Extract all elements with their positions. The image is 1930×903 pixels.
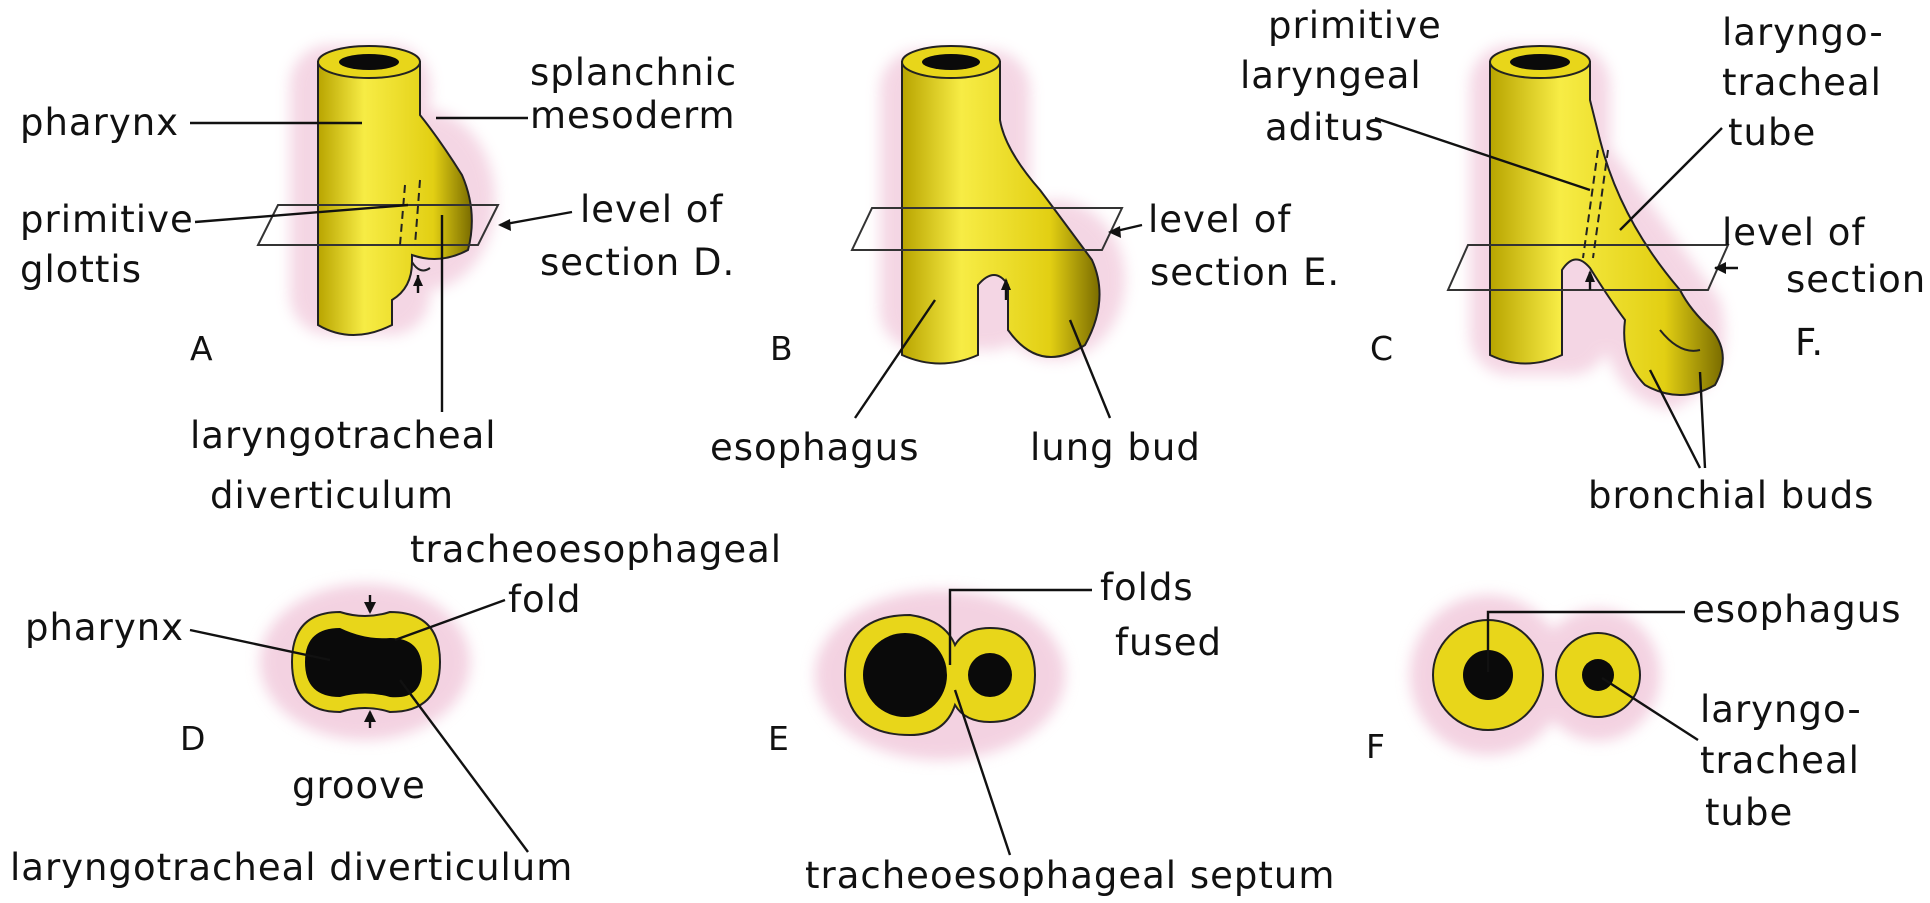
label-level-b-2: section E. [1150,251,1340,294]
label-fold-1: tracheoesophageal [410,528,782,571]
label-fold-2: fold [508,578,581,621]
label-tube-f-2: tracheal [1700,739,1860,782]
label-level-c-1: level of [1722,211,1865,254]
panel-letter-d: D [180,719,205,758]
label-folds-1: folds [1100,566,1194,609]
panel-a: pharynx splanchnic mesoderm primitive gl… [20,45,737,517]
label-diverticulum-a-1: laryngotracheal [190,414,497,457]
label-aditus-3: aditus [1265,106,1385,149]
panel-e: folds fused E tracheoesophageal septum [768,566,1335,897]
label-level-a-2: section D. [540,241,735,284]
panel-letter-c: C [1370,329,1393,368]
label-pharynx-d: pharynx [25,606,184,649]
label-esophagus-f: esophagus [1692,588,1902,631]
label-bronchial-buds: bronchial buds [1588,474,1874,517]
lumen-e-esophagus [863,633,947,717]
label-pharynx-a: pharynx [20,101,179,144]
trachea-lumen-f [1582,659,1614,691]
label-folds-2: fused [1115,621,1222,664]
panel-d: tracheoesophageal fold pharynx D groove … [10,528,782,889]
label-splanchnic-1: splanchnic [530,51,737,94]
panel-c: primitive laryngeal aditus laryngo- trac… [1240,4,1926,517]
label-esophagus-b: esophagus [710,426,920,469]
panel-b: level of section E. B esophagus lung bud [710,46,1340,469]
label-aditus-2: laryngeal [1240,54,1422,97]
label-level-a-1: level of [580,188,723,231]
label-diverticulum-d: laryngotracheal diverticulum [10,846,573,889]
label-aditus-1: primitive [1268,4,1442,47]
label-glottis-2: glottis [20,248,142,291]
label-diverticulum-a-2: diverticulum [210,474,454,517]
label-tube-c-1: laryngo- [1722,11,1884,54]
label-lung-bud: lung bud [1030,426,1201,469]
label-glottis-1: primitive [20,198,194,241]
label-tube-f-3: tube [1705,791,1793,834]
label-level-c-3: F. [1795,321,1824,364]
label-splanchnic-2: mesoderm [530,94,736,137]
label-level-b-1: level of [1148,198,1291,241]
label-groove: groove [292,764,426,807]
panel-letter-f: F [1366,727,1385,766]
panel-letter-e: E [768,719,789,758]
label-tube-f-1: laryngo- [1700,688,1862,731]
foregut-tube-a [318,46,472,335]
label-tube-c-2: tracheal [1722,61,1882,104]
panel-letter-b: B [770,329,793,368]
label-level-c-2: section [1786,258,1926,301]
label-tube-c-3: tube [1728,111,1816,154]
panel-f: esophagus laryngo- tracheal tube F [1366,588,1902,834]
label-septum: tracheoesophageal septum [805,854,1335,897]
panel-letter-a: A [190,329,213,368]
lumen-e-trachea [968,653,1012,697]
